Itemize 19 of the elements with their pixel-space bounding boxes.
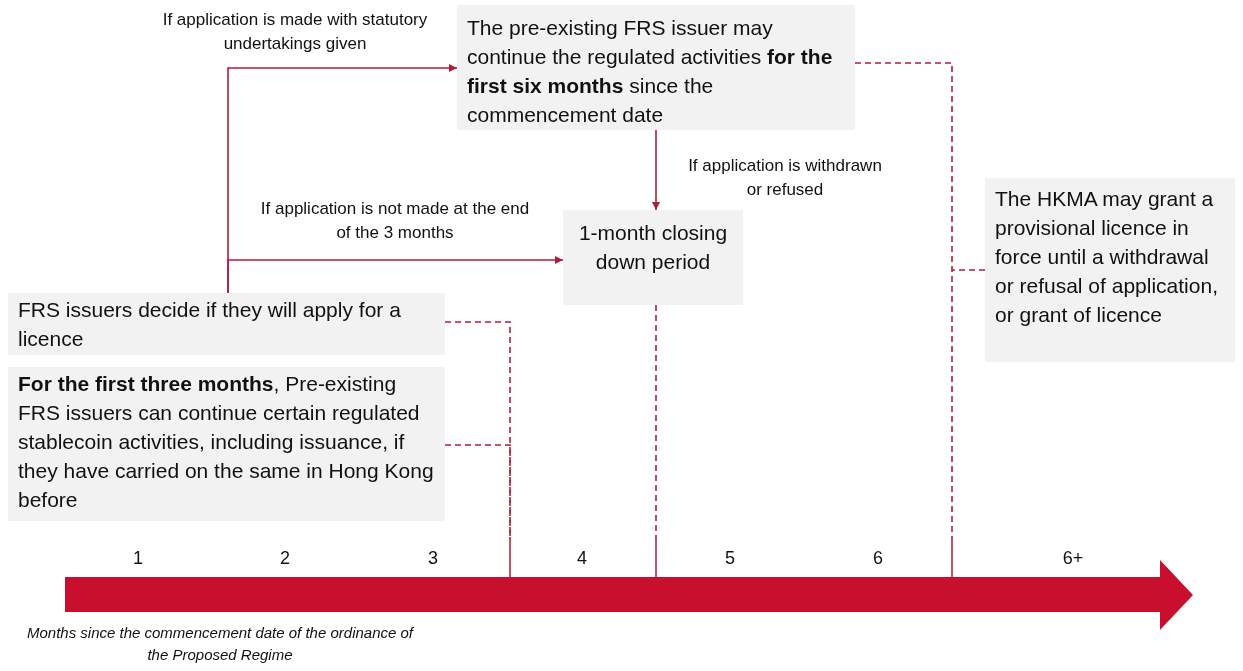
month-number: 5: [724, 548, 736, 569]
month-number: 6: [872, 548, 884, 569]
text-box: 1-month closing down period: [563, 210, 743, 305]
arrow: [227, 256, 564, 294]
text-box: The HKMA may grant a provisional licence in force until a withdrawal or refusal of application, or grant of licence: [985, 178, 1235, 362]
month-number: 4: [576, 548, 588, 569]
leader-line: [444, 321, 511, 541]
month-number: 1: [132, 548, 144, 569]
arrow: [652, 129, 660, 211]
month-number: 2: [279, 548, 291, 569]
text-box: The pre-existing FRS issuer may continue the regulated activities for the first six months since the commencement date: [457, 5, 855, 130]
leader-line: [854, 62, 953, 541]
month-number: 3: [427, 548, 439, 569]
leader-line: [951, 269, 986, 271]
month-number: 6+: [1061, 548, 1085, 569]
leader-line: [655, 304, 657, 541]
text-box: For the first three months, Pre-existing FRS issuers can continue certain regulated stablecoin activities, including issuance, if they have carried on the same in Hong Kong before: [8, 367, 445, 521]
axis-caption: Months since the commencement date of the ordinance of the Proposed Regime: [25, 623, 415, 665]
text-box: FRS issuers decide if they will apply for a licence: [8, 293, 445, 355]
